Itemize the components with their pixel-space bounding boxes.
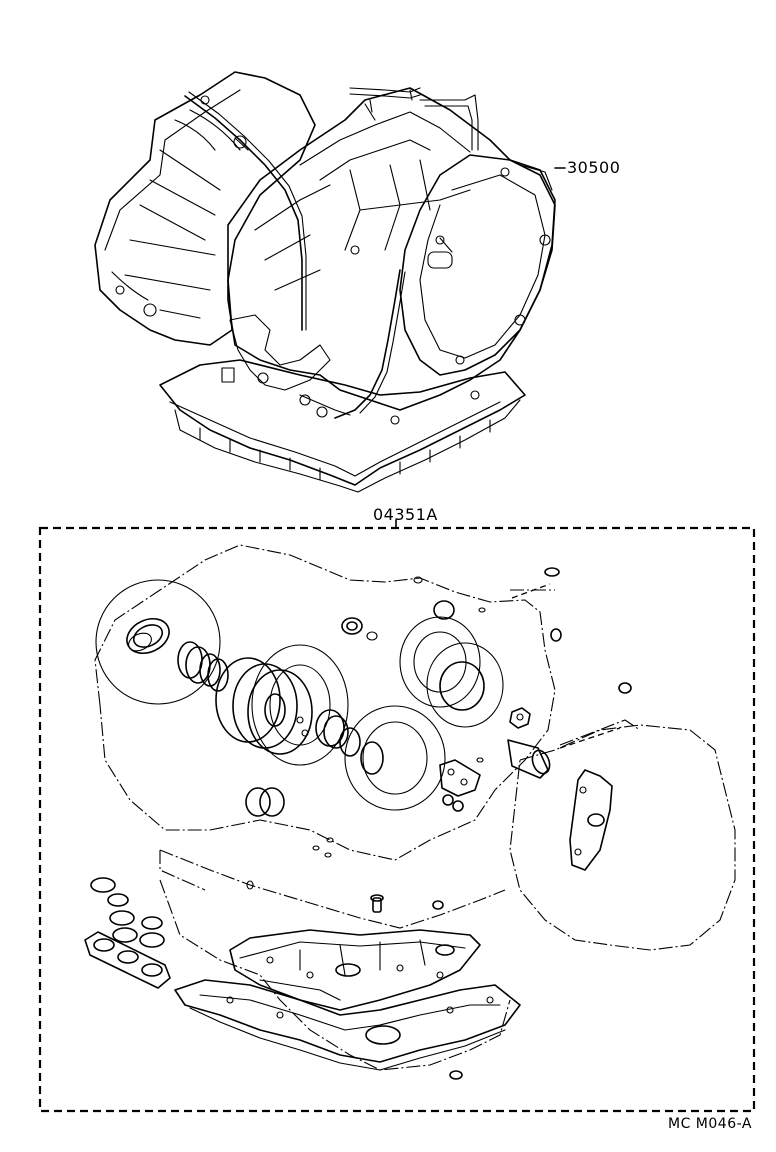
kit-border [38,526,756,1113]
figure-code: MC M046-A [668,1116,752,1132]
part-label-gasket-kit: 04351A [373,505,438,524]
part-label-transaxle: 30500 [567,158,621,177]
transaxle-assembly [94,71,566,493]
gasket-kit [38,519,756,1113]
